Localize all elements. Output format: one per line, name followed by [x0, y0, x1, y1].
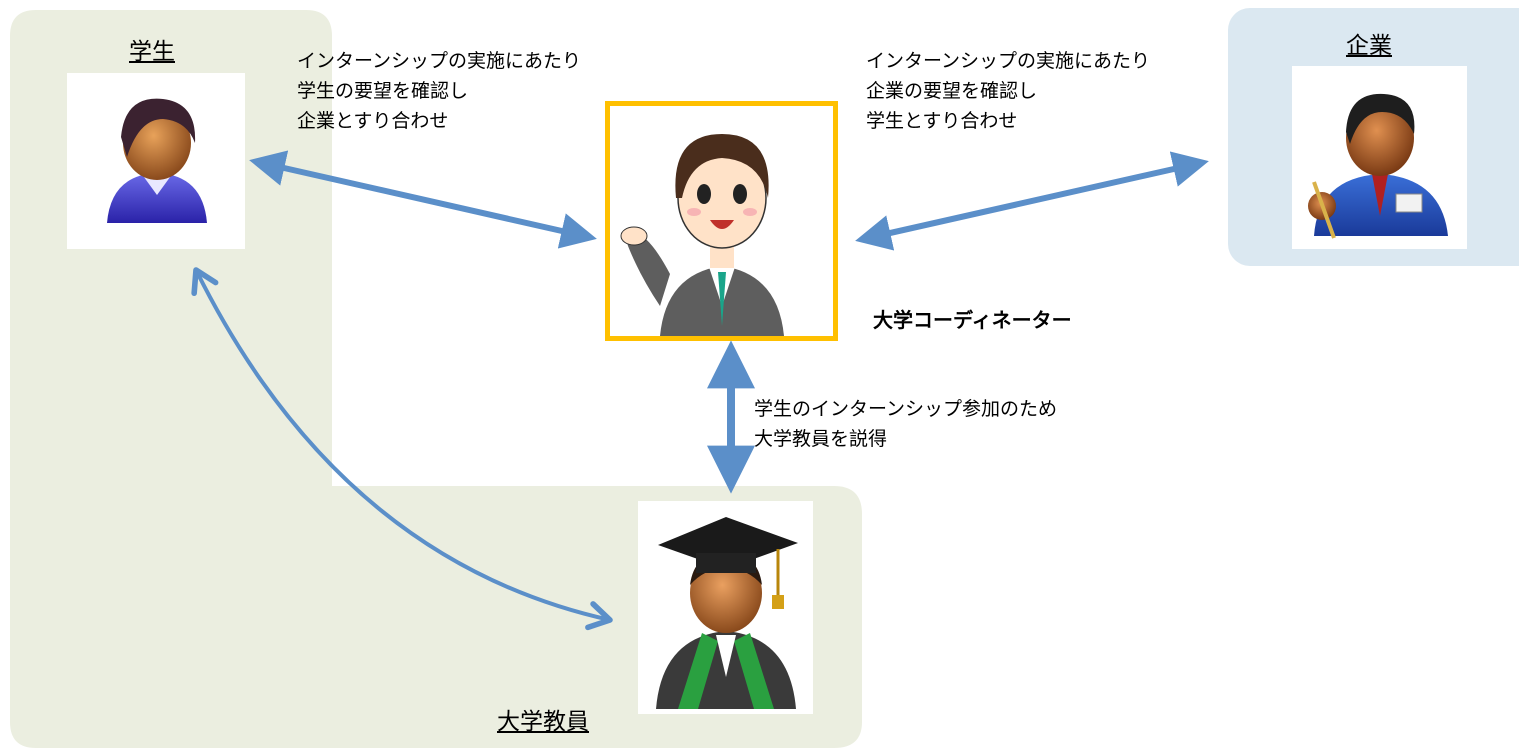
faculty-label: 大学教員 — [497, 709, 589, 735]
coordinator-label: 大学コーディネーター — [873, 308, 1072, 332]
student-card — [67, 73, 245, 249]
businessman-avatar-icon — [1308, 93, 1448, 239]
note-line: 学生とすり合わせ — [866, 110, 1018, 132]
company-label: 企業 — [1346, 33, 1392, 59]
faculty-side-note: 学生のインターンシップ参加のため 大学教員を説得 — [754, 394, 1057, 454]
coordinator-person-icon — [620, 134, 784, 336]
graduate-professor-avatar-icon — [656, 517, 798, 709]
student-side-note: インターンシップの実施にあたり 学生の要望を確認し 企業とすり合わせ — [297, 46, 581, 136]
note-line: インターンシップの実施にあたり — [866, 50, 1151, 72]
coordinator-card — [605, 101, 838, 341]
note-line: インターンシップの実施にあたり — [297, 50, 582, 72]
company-side-note: インターンシップの実施にあたり 企業の要望を確認し 学生とすり合わせ — [866, 46, 1150, 136]
note-line: 学生のインターンシップ参加のため — [754, 398, 1058, 420]
note-line: 企業の要望を確認し — [866, 80, 1038, 102]
note-line: 企業とすり合わせ — [297, 110, 449, 132]
note-line: 大学教員を説得 — [754, 428, 888, 450]
note-line: 学生の要望を確認し — [297, 80, 469, 102]
student-label: 学生 — [129, 39, 175, 65]
faculty-card — [638, 501, 813, 714]
student-avatar-icon — [107, 98, 207, 223]
company-card — [1292, 66, 1467, 249]
